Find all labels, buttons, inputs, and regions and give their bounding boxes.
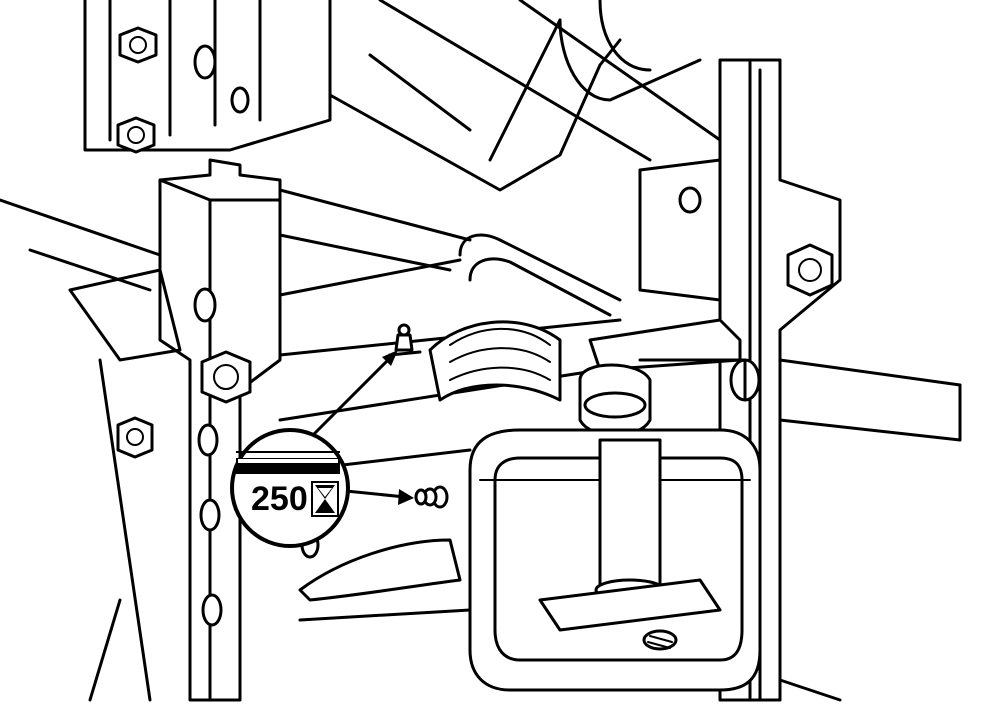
pivot-lever-assembly xyxy=(578,318,761,437)
hourglass-icon xyxy=(311,481,339,517)
yoke-shackle xyxy=(468,428,762,692)
hex-bolt-left-2 xyxy=(116,416,154,459)
grease-fitting-lower xyxy=(414,485,449,509)
hex-bolt-top-2 xyxy=(116,116,156,154)
service-interval-label: 250 xyxy=(251,480,308,518)
rubber-boot xyxy=(428,320,562,402)
left-upright-column xyxy=(68,158,282,702)
lower-leaf-bracket xyxy=(298,531,472,622)
hydraulic-tube xyxy=(458,0,702,317)
leader-arrow-upper xyxy=(308,350,398,440)
upper-left-mount-plate xyxy=(83,0,332,152)
grease-bar-icon xyxy=(236,451,340,474)
hex-bolt-right xyxy=(786,243,834,297)
hex-bolt-left-1 xyxy=(200,350,252,404)
service-callout: 250 xyxy=(230,428,350,548)
hex-bolt-top-1 xyxy=(118,26,158,64)
